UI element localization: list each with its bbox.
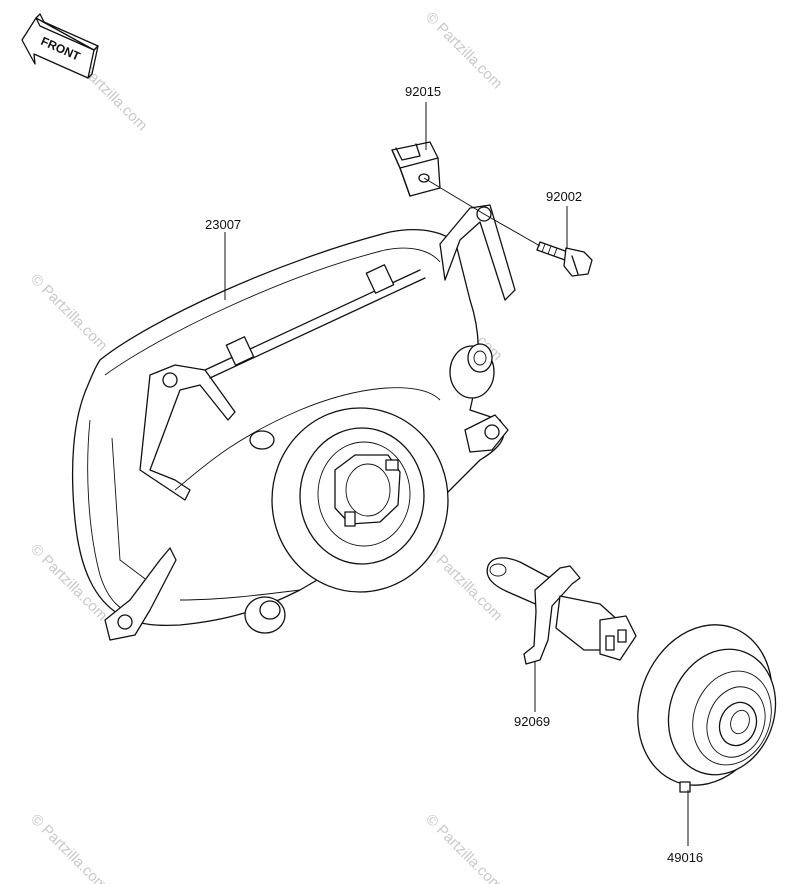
part-number-92069: 92069: [514, 714, 550, 729]
part-number-92002: 92002: [546, 189, 582, 204]
part-number-92015: 92015: [405, 84, 441, 99]
front-arrow-icon: FRONT: [21, 13, 99, 79]
part-number-49016: 49016: [667, 850, 703, 865]
bracket-clip: [391, 141, 441, 197]
part-number-23007: 23007: [205, 217, 241, 232]
bulb: [486, 557, 637, 665]
headlight-unit: [71, 204, 516, 641]
watermark-3: © Partzilla.com: [27, 271, 110, 354]
leader-lines: [224, 102, 689, 846]
watermark-7: © Partzilla.com: [27, 811, 110, 884]
socket-cover: [637, 624, 777, 793]
watermark-2: © Partzilla.com: [422, 9, 505, 92]
watermark-8: © Partzilla.com: [422, 811, 505, 884]
bolt: [536, 241, 593, 277]
